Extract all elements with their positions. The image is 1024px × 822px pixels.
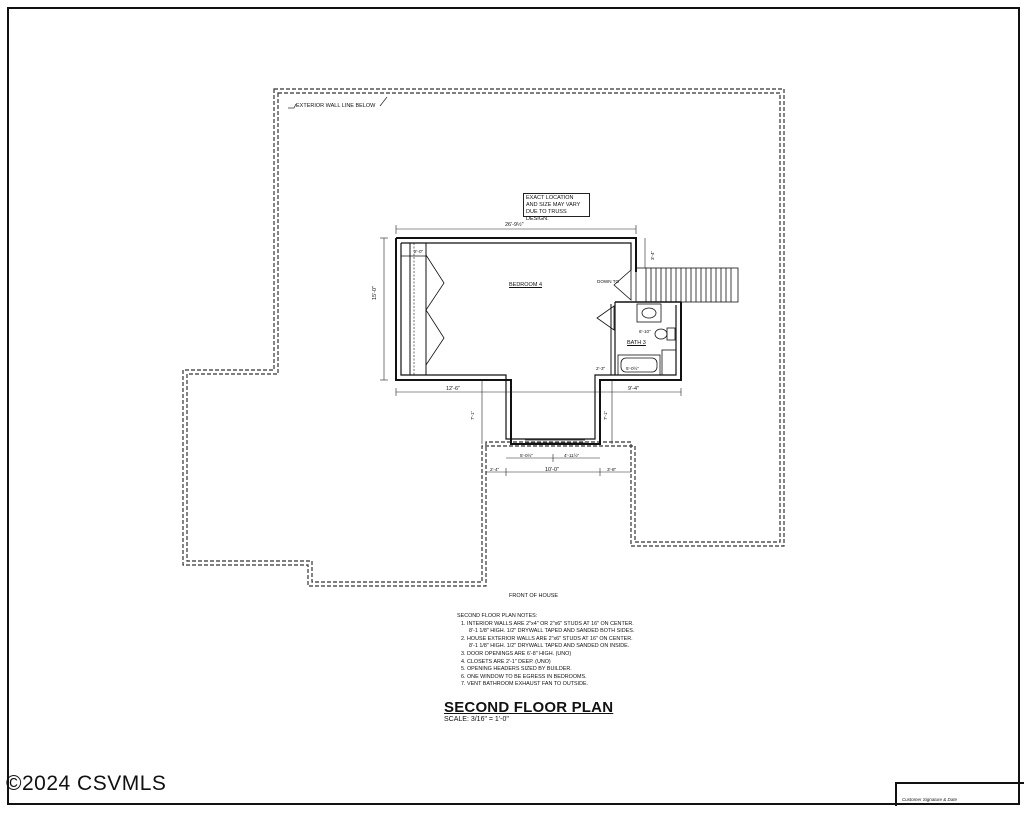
truss-note-line: DUE TO TRUSS DESIGN. (526, 209, 567, 222)
note-line: 7. VENT BATHROOM EXHAUST FAN TO OUTSIDE. (461, 681, 589, 688)
bath-label: BATH 3 (627, 340, 646, 346)
plan-scale: SCALE: 3/16" = 1'-0" (444, 716, 509, 723)
drawing-frame (7, 7, 1020, 805)
dim-top-width: 26'-9½" (505, 222, 524, 228)
note-line: 2. HOUSE EXTERIOR WALLS ARE 2"x6" STUDS … (461, 635, 633, 642)
down-to-label: DOWN TO (597, 279, 620, 284)
stairs (596, 267, 739, 331)
plan-title: SECOND FLOOR PLAN (444, 699, 614, 716)
dim-bottom-left: 12'-6" (446, 386, 461, 392)
dim-wing-left-v: 7'-1" (470, 410, 475, 420)
exterior-wall-line-label: EXTERIOR WALL LINE BELOW (296, 103, 376, 109)
dim-tub: 5'-0½" (626, 366, 639, 371)
note-line: 6. ONE WINDOW TO BE EGRESS IN BEDROOMS. (461, 673, 587, 680)
notes-heading: SECOND FLOOR PLAN NOTES: (457, 613, 538, 619)
note-line: 3. DOOR OPENINGS ARE 6'-8" HIGH. (UNO) (461, 650, 572, 657)
note-line: 8'-1 1/8" HIGH. 1/2" DRYWALL TAPED AND S… (469, 628, 635, 635)
truss-note-box: EXACT LOCATION AND SIZE MAY VARY DUE TO … (523, 193, 590, 222)
window (525, 439, 585, 444)
dim-bottom-right: 9'-4" (628, 386, 639, 392)
note-line: 4. CLOSETS ARE 2'-1" DEEP. (UNO) (461, 658, 551, 665)
note-line: 1. INTERIOR WALLS ARE 2"x4" OR 2"x6" STU… (461, 620, 634, 627)
front-of-house-label: FRONT OF HOUSE (509, 593, 559, 599)
dimension-lines (380, 225, 682, 476)
dim-step-left: 2'-3" (596, 366, 606, 371)
note-line: 8'-1 1/8" HIGH. 1/2" DRYWALL TAPED AND S… (469, 643, 630, 650)
dim-bottom-far-left: 2'-4" (490, 467, 500, 472)
dim-bath-width: 6'-10" (639, 329, 651, 334)
closet-left (401, 243, 445, 375)
signature-label: Customer Signature & Date (902, 797, 958, 802)
copyright-watermark: ©2024 CSVMLS (6, 772, 167, 795)
truss-note-line: EXACT LOCATION (526, 195, 574, 201)
bath-fixtures (617, 303, 677, 376)
note-line: 5. OPENING HEADERS SIZED BY BUILDER. (461, 666, 572, 673)
dim-wing-right-v: 7'-1" (603, 410, 608, 420)
dim-left-height: 15'-0" (372, 285, 378, 300)
dim-bottom-far-right: 3'-8" (607, 467, 617, 472)
dim-wing-left-seg: 5'-0½" (520, 453, 533, 458)
dim-wing-right-seg: 4'-11½" (564, 453, 580, 458)
dim-bottom-center: 10'-0" (545, 467, 560, 473)
dim-closet: 2'-0" (414, 249, 424, 254)
dim-top-right: 3'-4" (650, 250, 655, 260)
plan-notes: SECOND FLOOR PLAN NOTES: 1. INTERIOR WAL… (457, 613, 634, 689)
truss-note-line: AND SIZE MAY VARY (526, 202, 581, 208)
exterior-wall-line (182, 88, 785, 587)
signature-box (895, 782, 1024, 806)
bedroom-label: BEDROOM 4 (509, 282, 543, 288)
